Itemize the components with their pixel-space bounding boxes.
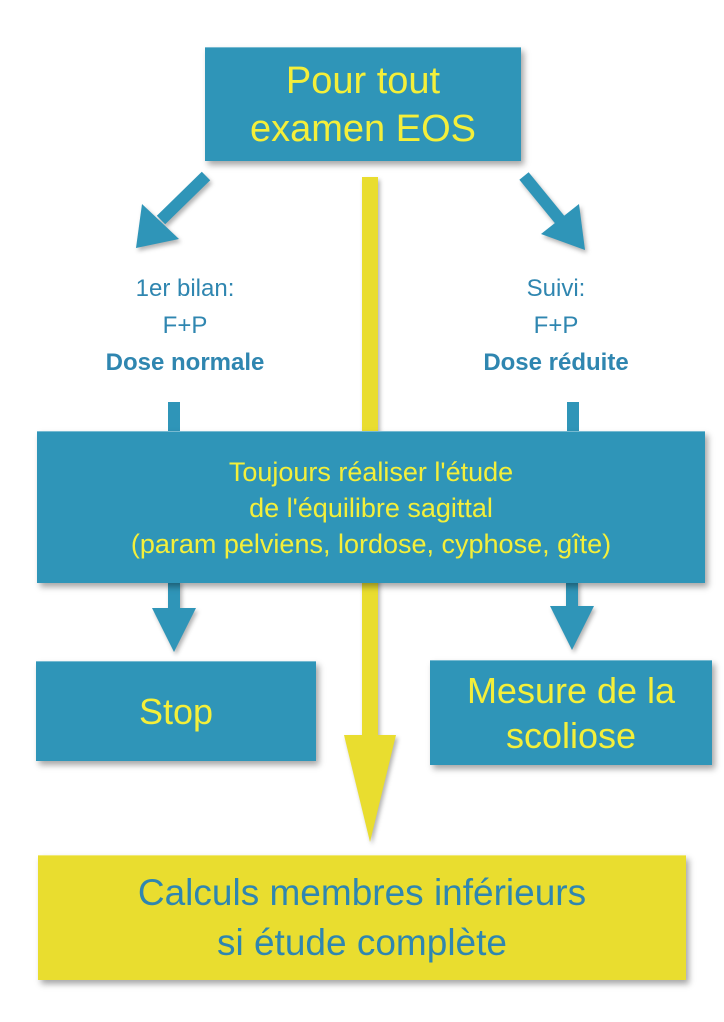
branch-first-assessment: 1er bilan: F+P Dose normale: [60, 270, 310, 381]
arrow-down-left: [152, 580, 196, 652]
branch-right-line1: Suivi:: [526, 275, 586, 302]
arrow-down-right: [550, 580, 594, 650]
start-box-line1: Pour tout: [285, 59, 441, 102]
sagittal-box-line2: de l'équilibre sagittal: [249, 492, 493, 523]
scoliosis-box-line1: Mesure de la: [466, 670, 676, 711]
start-box: Pour tout examen EOS: [205, 47, 521, 161]
sagittal-box-line3: (param pelviens, lordose, cyphose, gîte): [130, 528, 612, 559]
lower-limbs-box-line1: Calculs membres inférieurs: [137, 872, 587, 913]
branch-right-line3: Dose réduite: [483, 349, 629, 376]
stop-box: Stop: [36, 661, 316, 761]
branch-left-line2: F+P: [162, 312, 208, 339]
arrow-top-left: [136, 171, 211, 248]
stub-left: [168, 402, 180, 434]
branch-left-line1: 1er bilan:: [135, 275, 235, 302]
scoliosis-box-line2: scoliose: [505, 715, 637, 756]
sagittal-box-line1: Toujours réaliser l'étude: [228, 456, 514, 487]
stop-box-label: Stop: [138, 690, 214, 732]
stub-right: [567, 402, 579, 434]
lower-limbs-box: Calculs membres inférieurs si étude comp…: [38, 855, 686, 980]
branch-follow-up: Suivi: F+P Dose réduite: [438, 270, 674, 381]
scoliosis-measure-box: Mesure de la scoliose: [430, 660, 712, 765]
lower-limbs-box-line2: si étude complète: [216, 922, 507, 963]
start-box-line2: examen EOS: [250, 107, 476, 150]
arrow-top-right: [519, 172, 585, 250]
sagittal-balance-box: Toujours réaliser l'étude de l'équilibre…: [37, 431, 705, 583]
branch-left-line3: Dose normale: [105, 349, 265, 376]
branch-right-line2: F+P: [533, 312, 579, 339]
